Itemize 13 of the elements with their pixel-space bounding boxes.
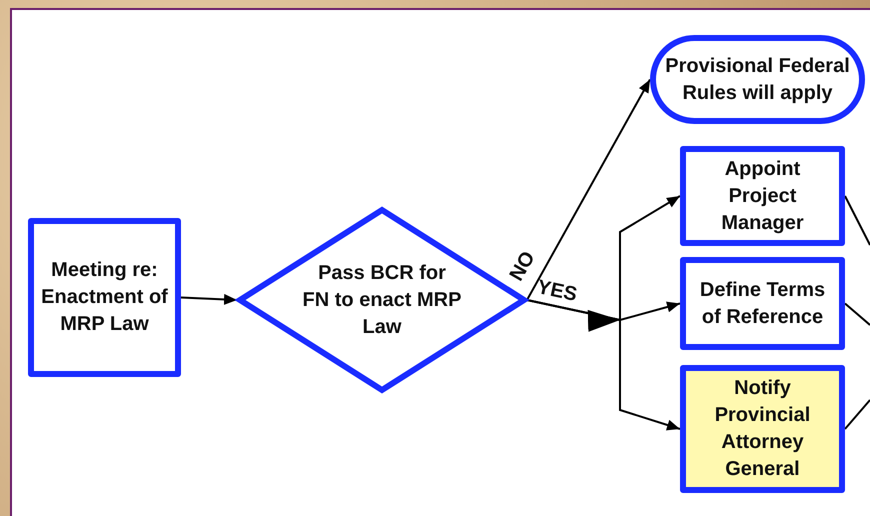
connector-arrow bbox=[526, 79, 651, 300]
node-text: Meeting re: Enactment of MRP Law bbox=[40, 258, 169, 337]
process-box bbox=[680, 365, 845, 493]
node-text: Appoint Project Manager bbox=[720, 156, 805, 236]
process-box bbox=[680, 146, 845, 246]
process-box bbox=[28, 218, 181, 377]
connector-arrow bbox=[180, 294, 238, 305]
node-text: Provisional Federal Rules will apply bbox=[664, 54, 851, 106]
node-text: Define Terms of Reference bbox=[698, 278, 826, 330]
connector-arrow bbox=[526, 299, 680, 431]
process-box bbox=[680, 257, 845, 350]
node-text: Pass BCR for FN to enact MRP Law bbox=[302, 260, 462, 340]
node-text: Notify Provincial Attorney General bbox=[714, 376, 812, 482]
